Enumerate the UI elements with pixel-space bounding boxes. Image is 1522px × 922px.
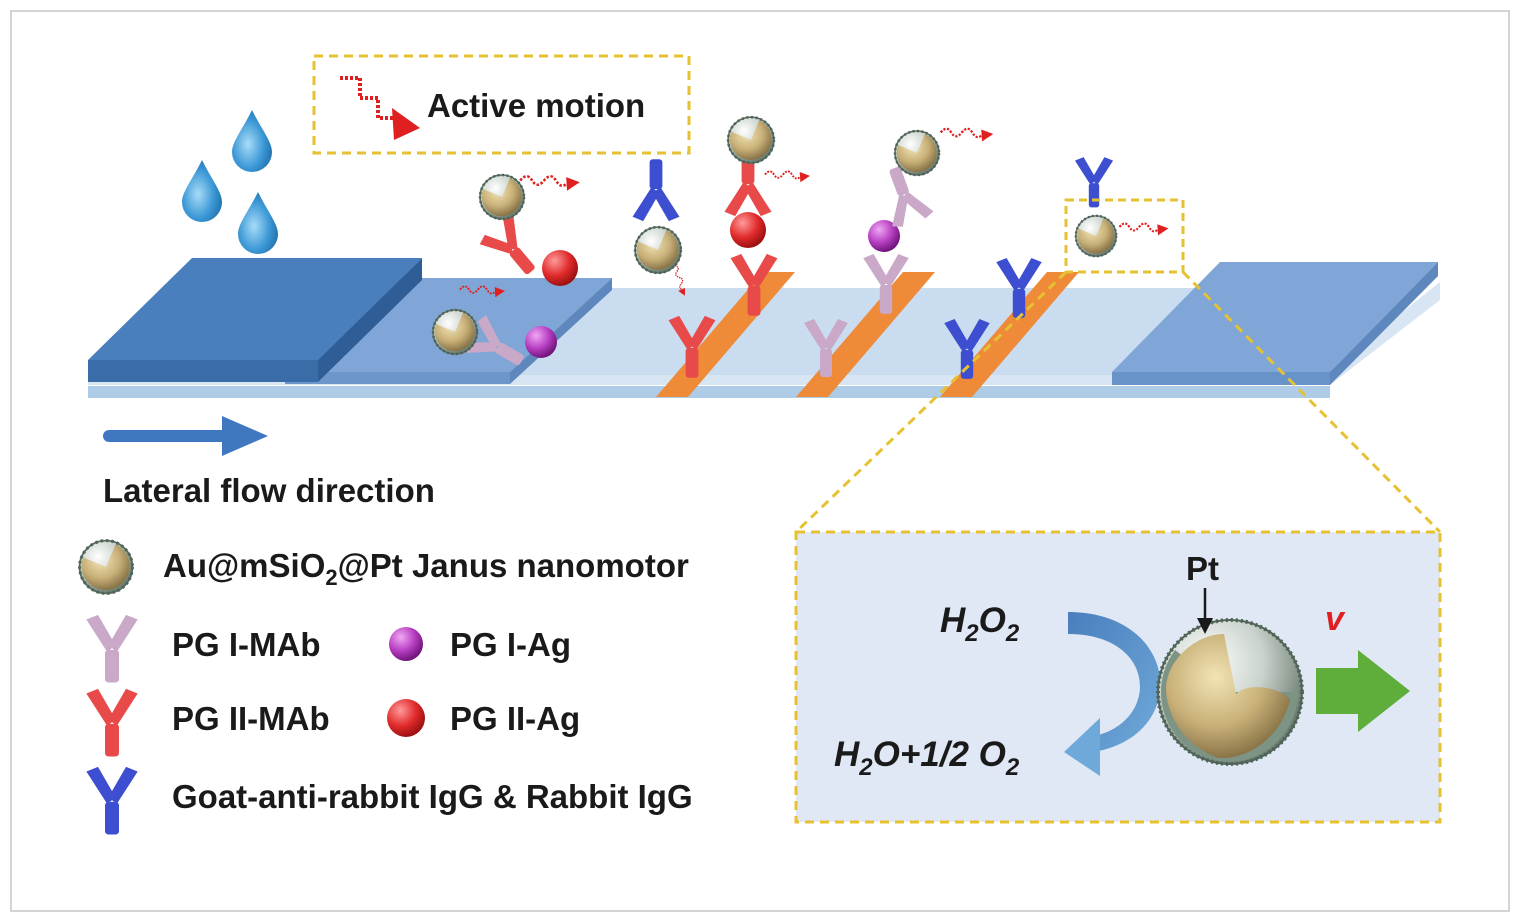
pg2-ag-particle [542, 250, 578, 286]
igg-free-a [632, 159, 680, 222]
nanomotor-4 [633, 225, 683, 275]
legend-nanomotor-label: Au@mSiO2@Pt Janus nanomotor [163, 547, 689, 590]
control-line [940, 272, 1079, 397]
motion-arrow-6 [1118, 222, 1170, 237]
motion-arrow-2 [518, 174, 582, 192]
highlight-box [1064, 198, 1185, 274]
legend-pg1-mab-icon [86, 614, 138, 683]
flow-direction-label: Lateral flow direction [103, 472, 435, 509]
legend-pg1-ag-label: PG I-Ag [450, 626, 571, 663]
legend-pg2-ag-icon [387, 699, 425, 737]
legend-pg1-ag-icon [389, 627, 423, 661]
membrane-edge [88, 386, 1330, 398]
velocity-label: v [1325, 600, 1346, 638]
legend-nanomotor-icon [78, 539, 134, 595]
motion-arrow-3 [764, 170, 811, 184]
motion-arrow-5 [939, 127, 995, 143]
pt-label: Pt [1186, 550, 1219, 587]
nanomotor-1 [431, 308, 479, 356]
pg1-ag-captured [868, 220, 900, 252]
reaction-arrow-icon [1064, 612, 1161, 776]
zoom-line-right [1181, 270, 1442, 534]
flow-direction-arrow-icon [103, 416, 268, 456]
legend-pg2-mab-label: PG II-MAb [172, 700, 330, 737]
nanomotor-3 [726, 115, 776, 165]
active-motion-arrow-icon [340, 76, 420, 140]
legend-pg1-mab-label: PG I-MAb [172, 626, 320, 663]
pg2-ag-captured [730, 212, 766, 248]
sample-pad [88, 258, 422, 360]
legend-pg2-ag-label: PG II-Ag [450, 700, 580, 737]
legend-pg2-mab-icon [86, 688, 138, 757]
pg1-ag-particle [525, 326, 557, 358]
active-motion-box [312, 54, 691, 155]
water-drops-icon [182, 110, 278, 254]
nanomotor-5 [893, 129, 941, 177]
product-label: H2O+1/2 O2 [834, 735, 1020, 781]
janus-nanomotor-large [1156, 618, 1304, 766]
legend-igg-icon [86, 766, 138, 835]
reactant-label: H2O2 [940, 601, 1020, 647]
absorbent-pad [1112, 262, 1438, 372]
nanomotor-6 [1074, 214, 1118, 258]
zoom-line-left [794, 270, 1068, 534]
legend-igg-label: Goat-anti-rabbit IgG & Rabbit IgG [172, 778, 693, 815]
active-motion-label: Active motion [427, 87, 645, 124]
pg2-mab-conjugate [477, 212, 549, 286]
propulsion-arrow-icon [1316, 650, 1410, 732]
nanomotor-2 [478, 173, 526, 221]
